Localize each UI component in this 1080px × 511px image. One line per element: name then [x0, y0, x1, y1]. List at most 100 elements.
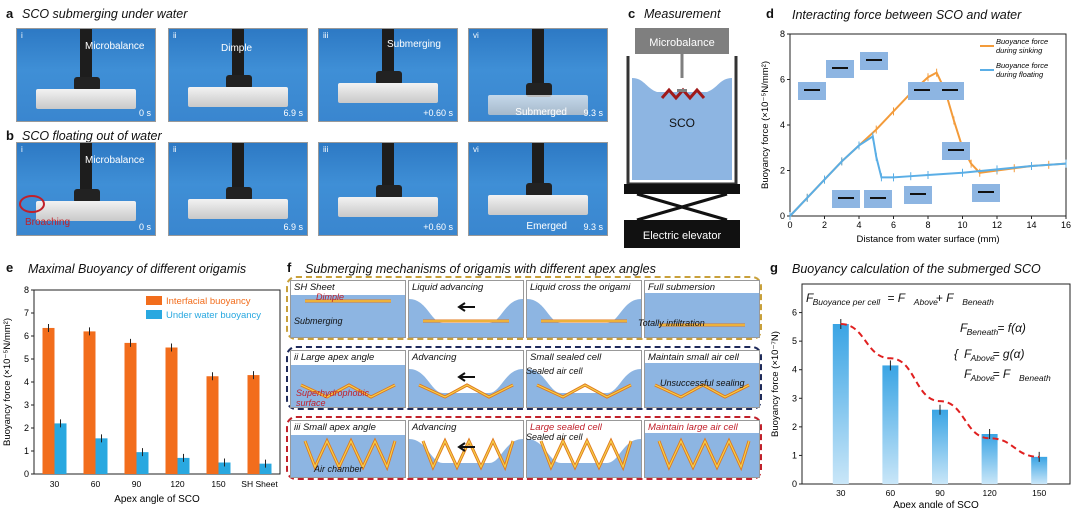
mechanism-cell-label: Large sealed cell: [530, 422, 602, 433]
panel-g-title: Buoyancy calculation of the submerged SC…: [792, 262, 1041, 276]
equation-part: F: [964, 347, 972, 361]
photo-index: vi: [473, 31, 479, 40]
y-tick-label: 4: [780, 120, 785, 130]
bar-interfacial: [83, 331, 96, 474]
x-tick-label: 10: [957, 220, 967, 230]
y-tick-label: 1: [792, 450, 797, 460]
bar-interfacial: [247, 375, 260, 474]
photo-time: 9.3 s: [583, 108, 603, 118]
photo-annotation: Emerged: [526, 221, 567, 232]
mechanism-cell: Liquid cross the origami: [526, 280, 642, 338]
y-tick-label: 6: [24, 331, 29, 341]
b-photo-3: iii+0.60 s: [318, 142, 458, 236]
photo-time: 0 s: [138, 222, 151, 232]
x-tick-label: 12: [992, 220, 1002, 230]
x-tick-label: 90: [132, 479, 142, 489]
mechanism-cell-label: Maintain large air cell: [648, 422, 738, 433]
mechanism-cell: Liquid advancing: [408, 280, 524, 338]
photo-index: iii: [323, 145, 329, 154]
equation-part: = g(α): [993, 347, 1025, 361]
fit-curve: [840, 323, 1040, 458]
water-meniscus: [632, 78, 732, 92]
bar-interfacial: [124, 342, 137, 474]
y-tick-label: 3: [24, 400, 29, 410]
elevator-scissor: [636, 192, 728, 222]
equation-part: F: [806, 291, 814, 305]
mechanism-cell: Maintain small air cell: [644, 350, 760, 408]
panel-e-label: e: [6, 260, 14, 275]
mechanism-cell-label: Advancing: [412, 422, 457, 433]
photo-time: +0.60 s: [423, 108, 453, 118]
legend-label-cont: during floating: [996, 70, 1044, 79]
equation-part: Beneath: [1019, 373, 1051, 383]
legend-swatch: [146, 296, 162, 305]
equation-part: Buoyance per cell: [813, 297, 882, 307]
y-tick-label: 0: [780, 211, 785, 221]
equation-part: F: [964, 367, 972, 381]
photo-annotation-broaching: Broaching: [25, 217, 71, 228]
mechanism-annotation: Air chamber: [314, 464, 363, 474]
y-tick-label: 3: [792, 393, 797, 403]
panel-b-label: b: [6, 128, 14, 143]
photo-annotation: Dimple: [221, 43, 253, 54]
broaching-marker: [19, 195, 45, 213]
photo-index: iii: [323, 31, 329, 40]
mechanism-cell: Advancing: [408, 420, 524, 478]
panel-b-title: SCO floating out of water: [22, 129, 162, 143]
bar: [1031, 456, 1048, 484]
measurement-diagram: Microbalance SCO Electric elevator: [624, 28, 740, 248]
elevator-label: Electric elevator: [643, 230, 722, 242]
bar-underwater: [177, 457, 190, 474]
bar-interfacial: [206, 376, 219, 474]
legend-swatch: [146, 310, 162, 319]
equation-part: Above: [970, 353, 995, 363]
mechanism-row-1: [286, 276, 762, 340]
panel-d-title: Interacting force between SCO and water: [792, 8, 1022, 22]
bar-interfacial: [42, 327, 55, 474]
bar: [882, 365, 899, 484]
equation-part: = f(α): [997, 321, 1026, 335]
mechanism-cell-label: Liquid cross the origami: [530, 282, 631, 293]
mechanism-cell: Advancing: [408, 350, 524, 408]
panel-f-title: Submerging mechanisms of origamis with d…: [305, 262, 656, 276]
mechanism-row-3: [286, 416, 762, 480]
panel-d-label: d: [766, 6, 774, 21]
y-tick-label: 4: [24, 377, 29, 387]
x-axis-label: Distance from water surface (mm): [856, 234, 999, 245]
x-tick-label: 150: [211, 479, 225, 489]
photo-annotation: Microbalance: [85, 155, 145, 166]
equation-part: Above: [913, 297, 938, 307]
y-tick-label: 2: [24, 423, 29, 433]
microbalance-label: Microbalance: [649, 37, 714, 49]
equation-part: Beneath: [967, 327, 999, 337]
equation-part: Above: [970, 373, 995, 383]
mechanism-cell-label: iii Small apex angle: [294, 422, 376, 433]
panel-a-label: a: [6, 6, 14, 21]
panel-f-label: f: [287, 260, 292, 275]
mechanism-cell: Maintain large air cell: [644, 420, 760, 478]
y-axis-label: Buoyancy force (×10⁻⁵N/mm²): [2, 318, 13, 446]
mechanism-cell-label: Maintain small air cell: [648, 352, 739, 363]
bar-underwater: [54, 423, 67, 474]
mechanism-cell-label: ii Large apex angle: [294, 352, 375, 363]
y-tick-label: 5: [24, 354, 29, 364]
mechanism-cell: ii Large apex angle: [290, 350, 406, 408]
photo-index: ii: [173, 31, 177, 40]
y-tick-label: 8: [24, 285, 29, 295]
legend-label: Buoyance force: [996, 37, 1048, 46]
mechanism-annotation: Sealed air cell: [526, 432, 583, 442]
water-body: [632, 78, 732, 180]
bar-underwater: [259, 463, 272, 474]
panel-e-title: Maximal Buoyancy of different origamis: [28, 262, 247, 276]
y-tick-label: 2: [792, 422, 797, 432]
mechanism-cell: Full submersion: [644, 280, 760, 338]
mechanism-annotation: Sealed air cell: [526, 366, 583, 376]
photo-index: ii: [173, 145, 177, 154]
mechanism-cell-label: Liquid advancing: [412, 282, 484, 293]
x-tick-label: 90: [935, 488, 945, 498]
x-tick-label: 30: [836, 488, 846, 498]
